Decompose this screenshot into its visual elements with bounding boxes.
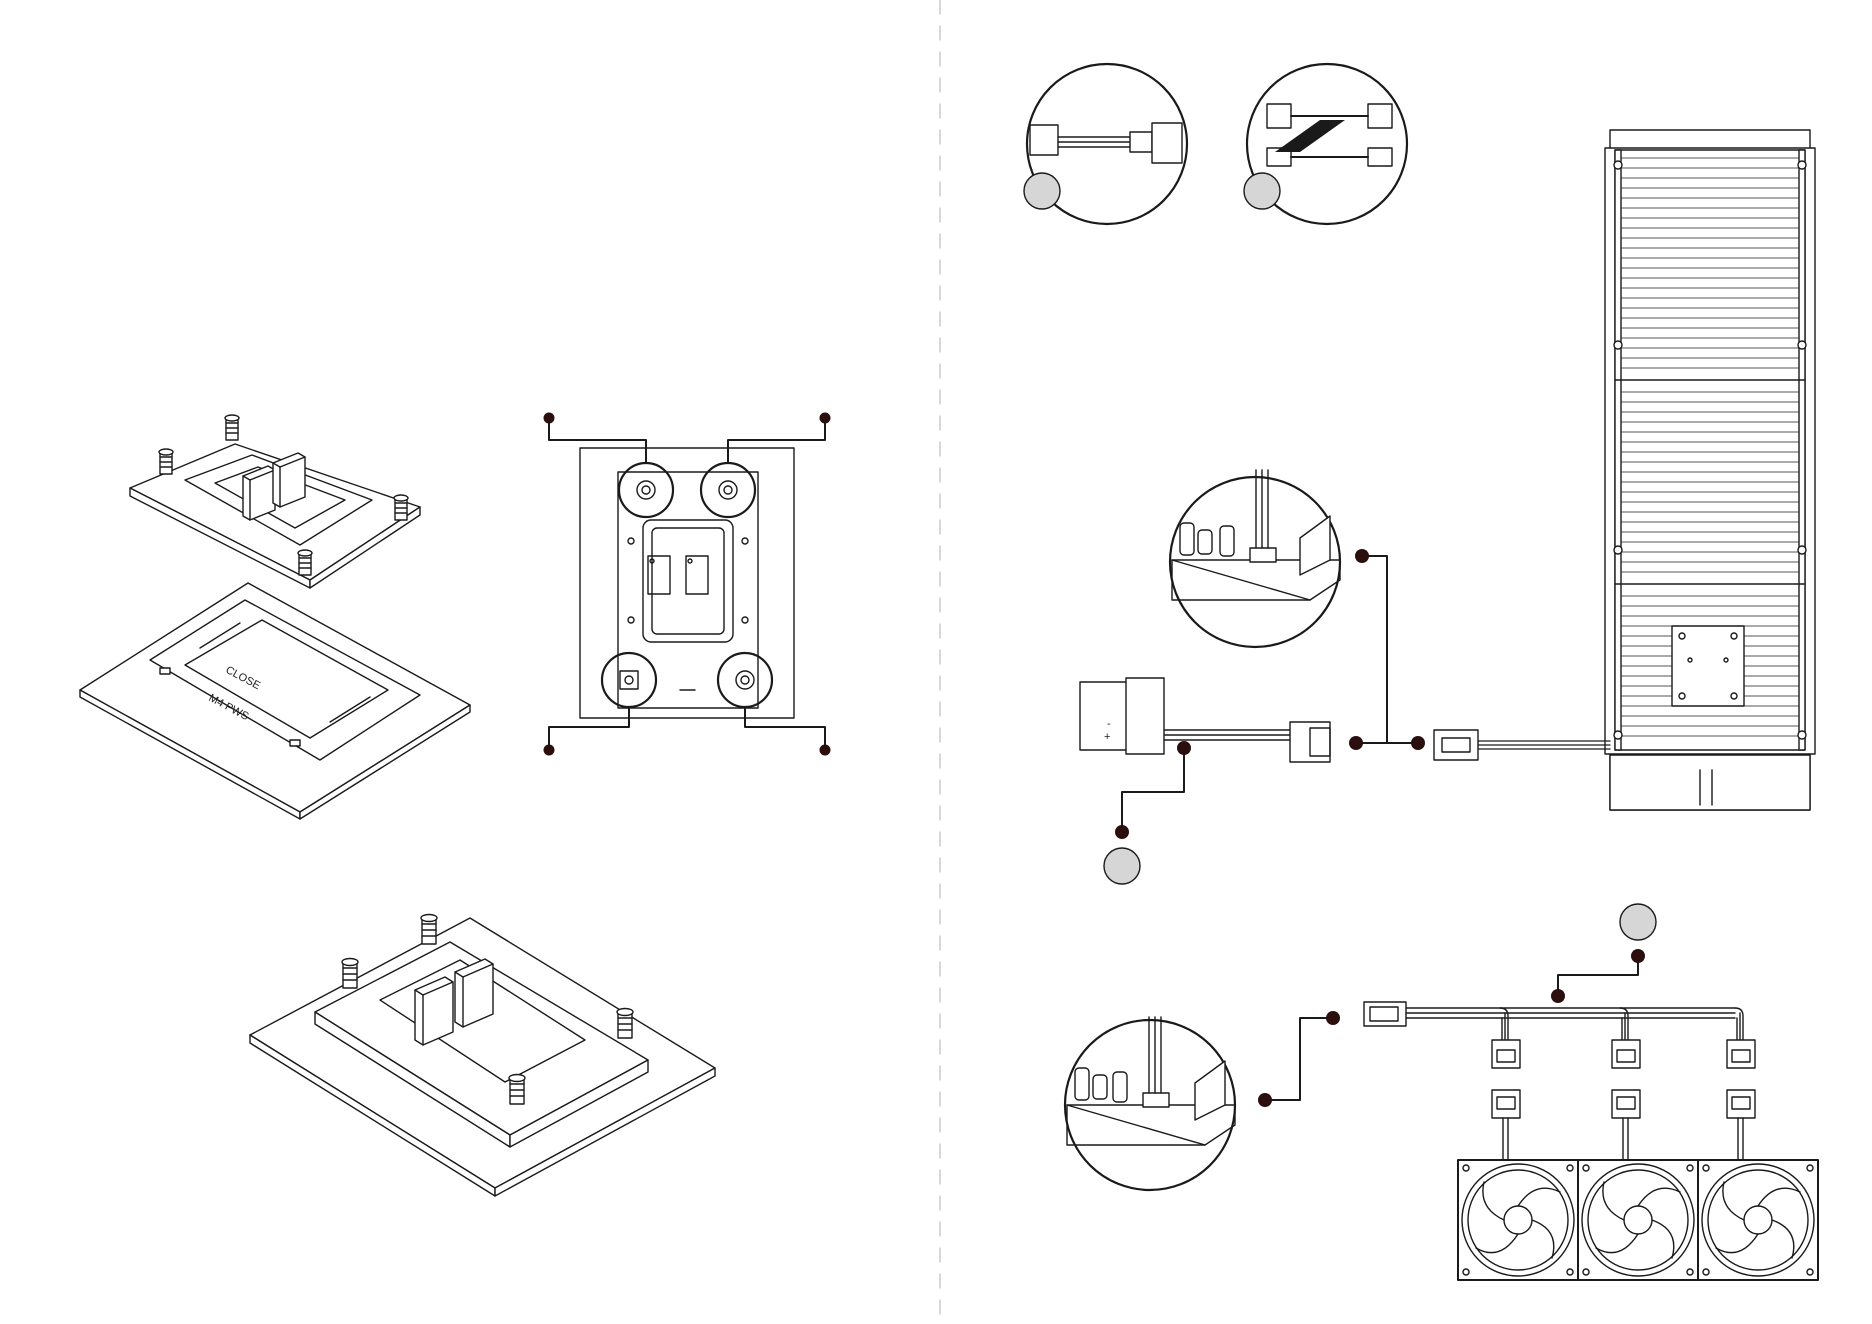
screw-icon — [421, 915, 437, 945]
detail-motherboard-header-bottom — [1065, 1011, 1340, 1190]
callout-dot — [820, 413, 831, 424]
screw-icon — [159, 449, 173, 474]
motherboard-socket-exploded: CLOSE M4 PWS — [80, 583, 470, 819]
waterblock-top-view — [544, 413, 831, 756]
screw-icon — [509, 1075, 525, 1105]
molex-minus-label: - — [1107, 718, 1111, 730]
screw-icon — [225, 415, 239, 440]
callout-dot — [1349, 736, 1363, 750]
waterblock-chip-right — [273, 453, 305, 507]
callout-dot — [1411, 736, 1425, 750]
waterblock-chip-left — [243, 466, 275, 520]
molex-plus-label: + — [1104, 731, 1110, 743]
fan-wiring — [1364, 904, 1818, 1280]
grey-circle-badge — [1244, 173, 1280, 209]
waterblock-exploded-top — [130, 415, 420, 588]
callout-dot — [1355, 549, 1369, 563]
grey-circle-badge — [1104, 848, 1140, 884]
connector-icon — [1612, 1040, 1640, 1160]
radiator — [1605, 130, 1815, 810]
detail-motherboard-header-top — [1170, 470, 1340, 647]
callout-dot — [1177, 741, 1191, 755]
connector-icon — [1727, 1040, 1755, 1160]
callout-dot — [1258, 1093, 1272, 1107]
callout-dot — [1551, 989, 1565, 1003]
waterblock-assembled — [250, 915, 715, 1197]
screw-icon — [617, 1009, 633, 1039]
callout-dot — [544, 745, 555, 756]
screw-icon — [394, 495, 408, 520]
connector-icon — [1434, 730, 1478, 760]
detail-molex-adapter — [1024, 64, 1187, 224]
connector-icon — [1492, 1040, 1520, 1160]
screw-icon — [342, 959, 358, 989]
waterblock-chip-left — [415, 977, 453, 1045]
callout-dot — [1631, 949, 1645, 963]
pump-cable — [1434, 730, 1610, 760]
fan-icon — [1578, 1160, 1698, 1280]
waterblock-chip-right — [455, 959, 493, 1027]
pump-mount-plate — [1672, 626, 1744, 706]
screw-icon — [298, 550, 312, 575]
fan-icon — [1458, 1160, 1578, 1280]
fan-icon — [1698, 1160, 1818, 1280]
detail-y-splitter — [1244, 64, 1407, 224]
grey-circle-badge — [1024, 173, 1060, 209]
callout-dot — [820, 745, 831, 756]
callout-dot — [544, 413, 555, 424]
grey-circle-badge — [1620, 904, 1656, 940]
callout-dot — [1115, 825, 1129, 839]
callout-dot — [1326, 1011, 1340, 1025]
